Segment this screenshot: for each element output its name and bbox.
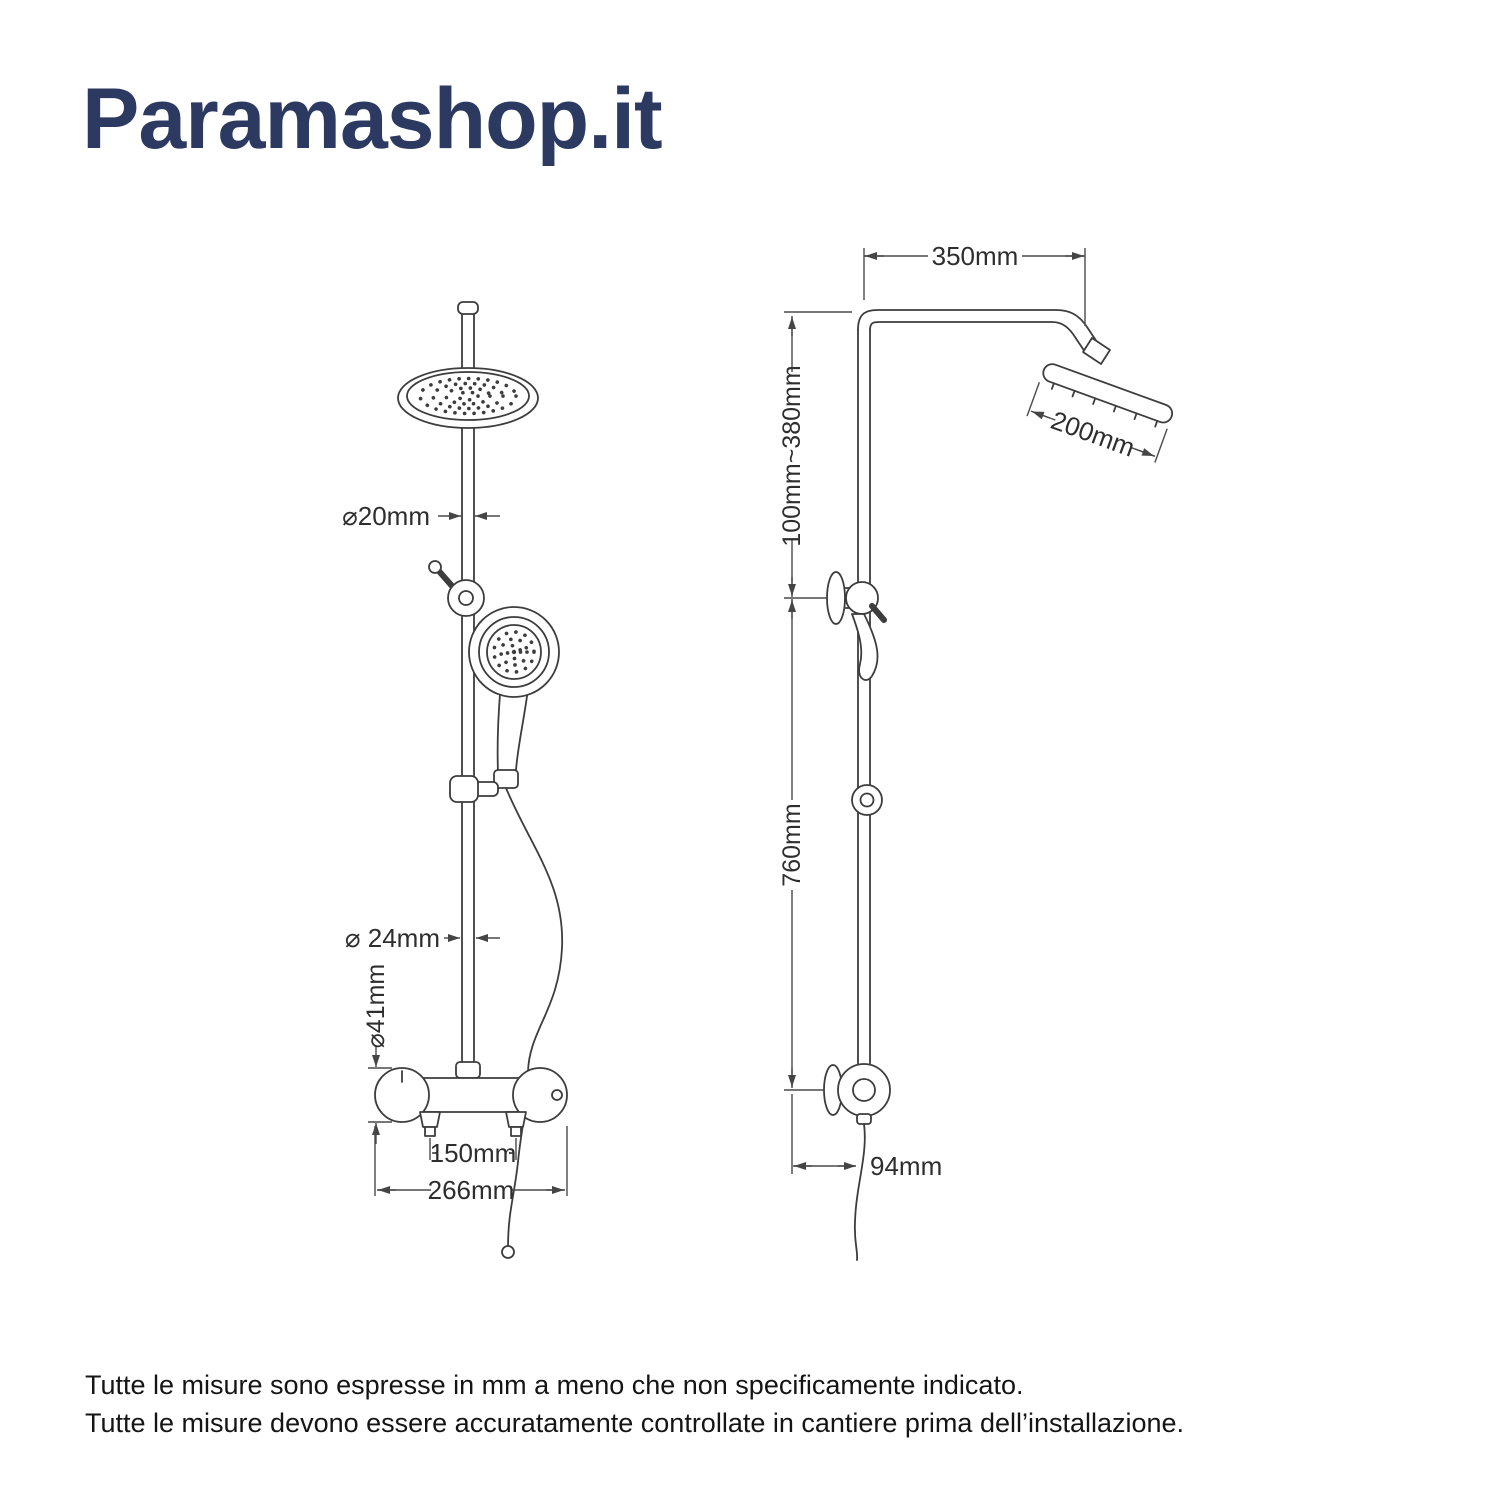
- shower-pipe-side: [857, 309, 1111, 1079]
- thermostatic-valve-front: [374, 1061, 568, 1137]
- dim-side-wall-offset: 94mm: [791, 1094, 942, 1181]
- footer-notes: Tutte le misure sono espresse in mm a me…: [85, 1370, 1184, 1438]
- dim-side-upper-adjust: 100mm~380mm: [778, 311, 852, 597]
- footer-note-line1: Tutte le misure sono espresse in mm a me…: [85, 1370, 1023, 1400]
- slider-bracket-front: [428, 560, 485, 617]
- wall-bracket-side: [826, 571, 887, 681]
- side-view-drawing: 200mm 350mm 100mm~380mm: [778, 241, 1174, 1261]
- dim-front-inlet-spacing: 150mm: [429, 1138, 517, 1168]
- diverter-knob-side: [851, 784, 883, 816]
- dim-side-bar-length: 760mm: [778, 597, 828, 1091]
- hand-shower-front: [468, 606, 560, 789]
- dim-front-pipe-lower: ⌀ 24mm: [345, 923, 500, 953]
- front-pipe-upper-diameter-label: ⌀20mm: [342, 501, 430, 531]
- brand-logo: Paramashop.it: [82, 71, 662, 167]
- shower-hose-side: [853, 1123, 866, 1261]
- side-bar-length-label: 760mm: [778, 803, 806, 886]
- dim-front-valve-diameter: ⌀41mm: [362, 964, 392, 1144]
- front-valve-diameter-label: ⌀41mm: [362, 964, 390, 1049]
- thermostatic-valve-side: [823, 1063, 891, 1125]
- front-pipe-lower-diameter-label: ⌀ 24mm: [345, 923, 440, 953]
- side-upper-adjust-label: 100mm~380mm: [778, 365, 806, 546]
- dim-front-pipe-upper: ⌀20mm: [342, 501, 500, 531]
- shower-hose-front: [505, 787, 563, 1249]
- side-wall-offset-label: 94mm: [870, 1151, 942, 1181]
- front-valve-width-label: 266mm: [428, 1175, 515, 1205]
- dim-front-valve-width: 266mm: [374, 1126, 568, 1205]
- shower-riser-pipe-front: [457, 301, 479, 1079]
- front-view-drawing: ⌀20mm ⌀ 24mm ⌀41mm 150mm: [342, 301, 568, 1259]
- hose-end-nut-front: [501, 1245, 515, 1259]
- footer-note-line2: Tutte le misure devono essere accuratame…: [85, 1408, 1184, 1438]
- side-arm-reach-label: 350mm: [932, 241, 1019, 271]
- front-inlet-spacing-label: 150mm: [430, 1138, 517, 1168]
- handset-holder-front: [449, 775, 499, 803]
- dim-side-arm-reach: 350mm: [863, 241, 1086, 326]
- rain-shower-head-front: [397, 367, 539, 429]
